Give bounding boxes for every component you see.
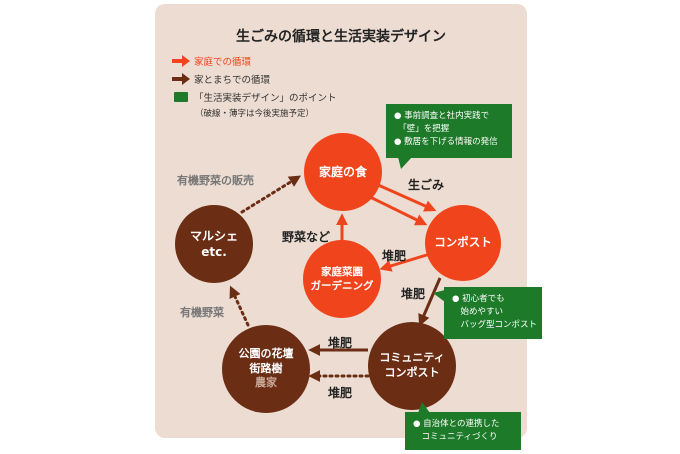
edge-label-food-waste: 生ごみ <box>408 178 445 192</box>
node-label: マルシェ <box>189 228 238 243</box>
node-community-compost: コミュニティ コンポスト <box>368 322 456 410</box>
legend-item-home-cycle: 家庭での循環 <box>172 54 251 68</box>
arrow-farmer-to-marche <box>229 285 250 327</box>
note-line: ● 自治体との連携した <box>413 419 500 429</box>
legend-label: 家とまちでの循環 <box>194 75 271 86</box>
edge-label-organic-veg: 有機野菜 <box>180 306 224 319</box>
legend-label: 家庭での循環 <box>194 57 252 68</box>
note-pointer <box>398 157 412 169</box>
note-line: コミュニティづくり <box>413 432 498 443</box>
note-line: 始めやすい <box>452 307 504 318</box>
node-label: 家庭菜園 <box>321 265 363 278</box>
node-home-garden: 家庭菜園 ガーデニング <box>303 240 381 318</box>
note-pointer <box>418 402 430 413</box>
design-point-note-bottom: ● 自治体との連携した コミュニティづくり <box>405 412 521 450</box>
node-compost: コンポスト <box>425 205 501 281</box>
node-label: コミュニティ <box>379 351 445 365</box>
node-label: 公園の花壇 <box>238 346 294 360</box>
design-point-note-mid: ● 初心者でも 始めやすい バッグ型コンポスト <box>444 287 542 339</box>
node-label: コンポスト <box>384 366 440 379</box>
arrow-food-to-compost <box>375 182 437 212</box>
legend-item-town-cycle: 家とまちでの循環 <box>172 72 270 86</box>
arrow-marche-to-food <box>240 175 302 214</box>
arrow-food-to-compost <box>367 194 428 226</box>
arrow-compost-to-garden <box>379 252 431 272</box>
edge-label-vegetables: 野菜など <box>282 230 331 244</box>
note-line: ● 事前調査と社内実践で <box>394 111 490 121</box>
green-box-icon <box>174 92 188 102</box>
legend-item-design-point: 「生活実装デザイン」のポイント <box>172 90 337 104</box>
node-home-food: 家庭の食 <box>304 133 382 211</box>
note-line: ● 初心者でも <box>452 294 505 304</box>
edge-label-manure: 堆肥 <box>382 249 407 263</box>
note-line: バッグ型コンポスト <box>452 320 538 331</box>
node-label: ガーデニング <box>310 280 374 292</box>
legend-label: 「生活実装デザイン」のポイント <box>194 93 337 104</box>
orange-arrow-icon <box>172 55 190 67</box>
edge-label-organic-sales: 有機野菜の販売 <box>177 174 254 187</box>
node-marche: マルシェ etc. <box>175 205 253 283</box>
node-label: 街路樹 <box>249 361 283 375</box>
node-label: コンポスト <box>434 235 492 250</box>
arrow-compost-to-community <box>418 277 442 327</box>
edge-label-manure: 堆肥 <box>328 336 353 350</box>
edge-label-manure: 堆肥 <box>401 287 426 301</box>
diagram-title: 生ごみの循環と生活実装デザイン <box>236 29 446 45</box>
node-label: etc. <box>201 245 227 259</box>
note-line: 「壁」を把握 <box>394 124 450 135</box>
note-pointer <box>433 290 445 302</box>
legend-note: （破線・薄字は今後実施予定） <box>195 109 315 119</box>
design-point-note-top: ● 事前調査と社内実践で 「壁」を把握 ● 敷居を下げる情報の発信 <box>386 104 512 158</box>
node-label-planned: 農家 <box>255 376 277 390</box>
edge-label-manure: 堆肥 <box>328 386 353 400</box>
note-line: ● 敷居を下げる情報の発信 <box>394 137 498 148</box>
node-label: 家庭の食 <box>318 164 367 179</box>
brown-arrow-icon <box>172 73 190 85</box>
node-park-farmer: 公園の花壇 街路樹 農家 <box>222 325 310 413</box>
